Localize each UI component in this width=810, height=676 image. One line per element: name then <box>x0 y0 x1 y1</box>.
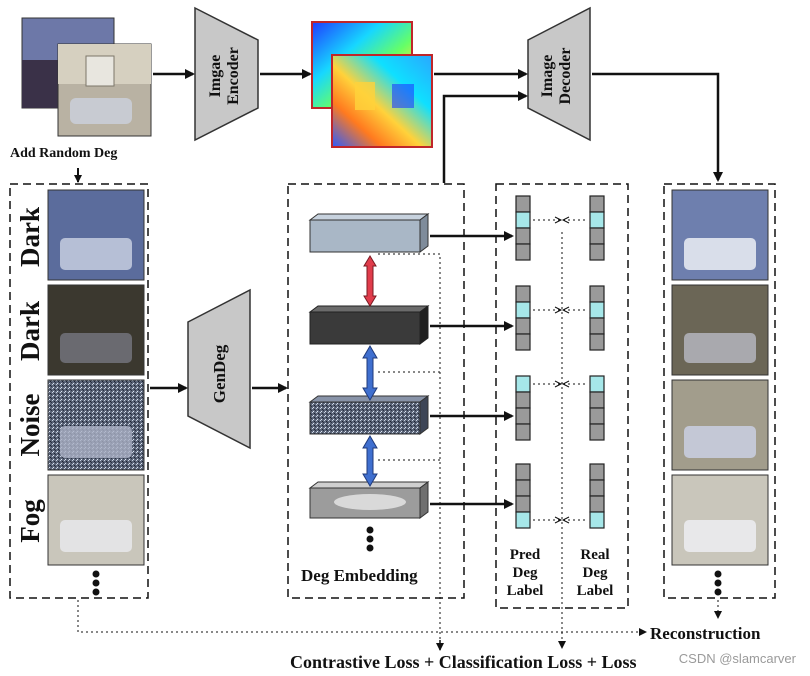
pred-label-cell <box>515 375 531 393</box>
pred-label-cell <box>515 195 531 213</box>
link-chevron <box>554 306 563 314</box>
reconstruction-label: Reconstruction <box>650 624 761 643</box>
real-label-cell <box>589 227 605 245</box>
link-chevron <box>561 380 570 388</box>
real-label-cell <box>589 391 605 409</box>
real-label-cell <box>589 463 605 481</box>
arrow-embedding-to-decoder <box>442 91 528 183</box>
gendeg-label: GenDeg <box>210 344 229 404</box>
pred-label-cell <box>515 317 531 335</box>
labels-box <box>495 183 629 609</box>
degradation-label-2: Dark <box>15 301 45 361</box>
real-label-cell <box>589 407 605 425</box>
pred-label-caption: Pred Deg Label <box>506 547 544 599</box>
image-decoder-block <box>527 6 591 142</box>
embedding-block-4 <box>308 481 430 519</box>
link-chevron <box>561 306 570 314</box>
pred-label-cell <box>515 463 531 481</box>
loss-formula: Contrastive Loss + Classification Loss +… <box>290 652 637 672</box>
gendeg-block <box>187 288 251 450</box>
degraded-images-box <box>9 183 149 599</box>
embedding-block-3 <box>308 395 430 435</box>
negative-pair-arrow-2 <box>362 435 378 487</box>
pred-label-cell <box>515 391 531 409</box>
real-label-cell <box>589 285 605 303</box>
embedding-box <box>287 183 465 599</box>
real-label-cell <box>589 243 605 261</box>
embedding-loss-links <box>378 253 441 650</box>
degradation-label-4: Fog <box>15 499 45 543</box>
pred-label-cell <box>515 495 531 513</box>
watermark: CSDN @slamcarver <box>678 651 796 666</box>
pred-label-cell <box>515 227 531 245</box>
real-label-cell <box>589 317 605 335</box>
real-label-caption: Real Deg Label <box>576 547 614 599</box>
output-image-thumbs <box>671 189 769 566</box>
image-encoder-block <box>194 6 259 142</box>
pred-label-cell <box>515 333 531 351</box>
real-label-cell <box>589 211 605 229</box>
pred-label-columns <box>515 195 531 529</box>
real-label-cell <box>589 495 605 513</box>
positive-pair-arrow <box>363 255 377 307</box>
degraded-ellipsis <box>92 570 100 596</box>
real-label-cell <box>589 333 605 351</box>
pred-label-cell <box>515 511 531 529</box>
degraded-image-thumbs <box>47 189 145 566</box>
pred-label-cell <box>515 211 531 229</box>
feature-maps <box>311 21 433 148</box>
arrow-decoder-to-output <box>592 72 723 182</box>
embedding-caption: Deg Embedding <box>301 566 418 585</box>
link-chevron <box>561 516 570 524</box>
output-ellipsis <box>714 570 722 596</box>
embedding-ellipsis <box>366 526 374 552</box>
input-caption: Add Random Deg <box>10 146 118 161</box>
embedding-block-2 <box>308 305 430 345</box>
real-label-cell <box>589 375 605 393</box>
pred-label-cell <box>515 285 531 303</box>
real-label-cell <box>589 301 605 319</box>
reconstruction-link-input <box>77 600 647 636</box>
encoder-label: Imgae Encoder <box>207 31 247 121</box>
degradation-label-1: Dark <box>15 207 45 267</box>
pred-label-cell <box>515 243 531 261</box>
link-chevron <box>554 380 563 388</box>
real-label-cell <box>589 423 605 441</box>
embedding-block-1 <box>308 213 430 253</box>
pred-label-cell <box>515 423 531 441</box>
negative-pair-arrow-1 <box>362 345 378 401</box>
encoder-text: Imgae Encoder <box>207 47 242 105</box>
pred-label-cell <box>515 407 531 425</box>
input-images <box>21 17 152 137</box>
real-label-cell <box>589 511 605 529</box>
link-chevron <box>554 216 563 224</box>
decoder-text: Image Decoder <box>539 47 574 105</box>
pred-label-cell <box>515 301 531 319</box>
link-chevron <box>561 216 570 224</box>
decoder-label: Image Decoder <box>539 31 579 121</box>
real-label-cell <box>589 479 605 497</box>
degradation-label-3: Noise <box>15 393 45 457</box>
pred-label-cell <box>515 479 531 497</box>
real-label-cell <box>589 195 605 213</box>
link-chevron <box>554 516 563 524</box>
pred-real-links <box>533 216 588 524</box>
output-images-box <box>663 183 776 599</box>
real-label-columns <box>589 195 605 529</box>
